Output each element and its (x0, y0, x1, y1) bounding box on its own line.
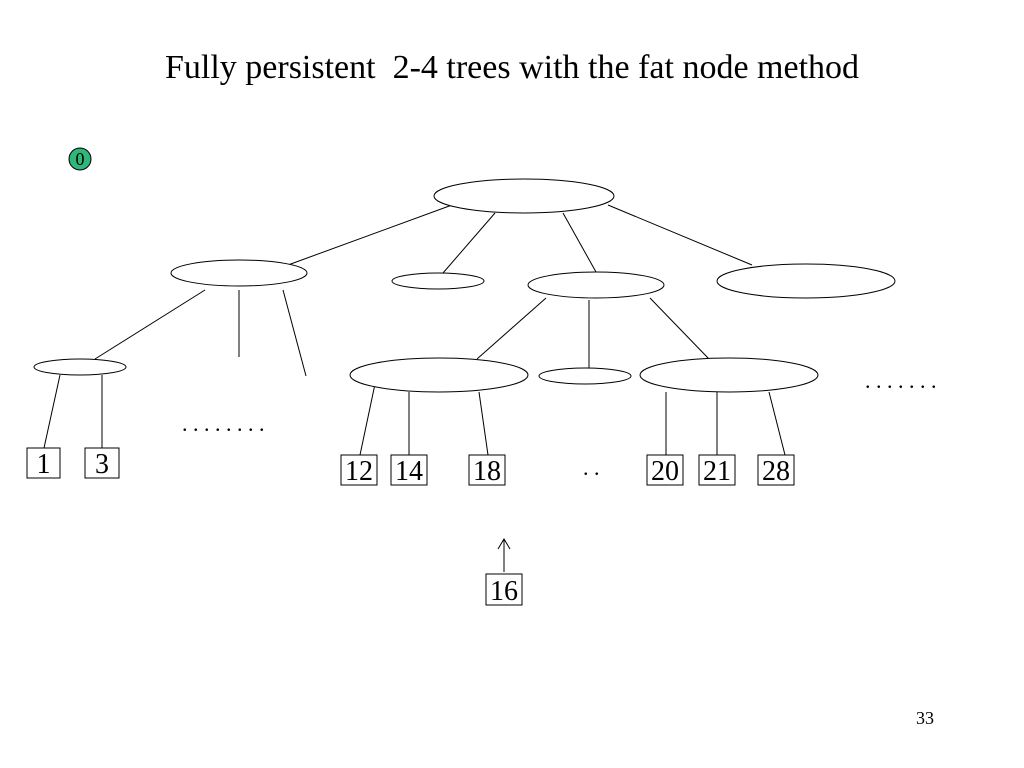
leaf-box (468, 454, 506, 486)
root-node (433, 178, 615, 214)
edge-left-node-child (94, 289, 206, 360)
up-arrow-head-icon (497, 538, 511, 550)
edge-center-node-left (476, 297, 547, 360)
edge-small-node-leaf-1 (43, 374, 61, 449)
edge-mid-node-leaf-12 (359, 383, 376, 456)
edge-root-left (287, 204, 453, 266)
leaf-box (390, 454, 428, 486)
right-node (716, 263, 896, 299)
inserted-key-group: 16 (485, 538, 523, 607)
left-node (170, 259, 308, 287)
tiny-center-node (538, 367, 632, 385)
center-node (527, 271, 665, 299)
inserted-key-label: 16 (490, 576, 518, 607)
right-leaf-parent-node (639, 357, 819, 393)
edge-mid-node-leaf-18 (478, 391, 489, 456)
ellipsis-left-subtree: . . . . . . . . (182, 411, 265, 436)
version-badge-label: 0 (76, 149, 85, 169)
version-badge-circle (68, 147, 92, 171)
edge-root-right (607, 204, 753, 266)
leaf-key: 3 (95, 449, 109, 480)
leaf-box (26, 447, 61, 479)
leaf-box (646, 454, 684, 486)
slide-title: Fully persistent 2-4 trees with the fat … (164, 49, 860, 86)
small-left-node (33, 358, 127, 376)
inserted-key-box (485, 573, 523, 606)
leaf-key: 28 (762, 456, 790, 487)
edge-right-node-leaf-28 (768, 391, 786, 456)
edge-left-node-stub-2 (282, 289, 307, 377)
leaf-box (698, 454, 736, 486)
leaf-box (84, 447, 120, 479)
ellipsis-right-side: . . . . . . . (865, 368, 937, 393)
edge-center-node-right (649, 297, 710, 360)
leaf-box (757, 454, 795, 486)
mid-leaf-parent-node (349, 357, 529, 393)
leaf-key: 21 (703, 456, 731, 487)
leaf-middle-group: 12 14 18 (340, 454, 506, 487)
tree-nodes (33, 178, 896, 393)
version-badge: 0 (68, 147, 92, 171)
edge-root-middle (442, 212, 496, 274)
leaf-key: 14 (395, 456, 423, 487)
tree-edges (43, 204, 786, 456)
leaf-right-group: 20 21 28 (646, 454, 795, 487)
page-number: 33 (916, 708, 934, 728)
edge-root-center (562, 212, 597, 273)
leaf-key: 12 (345, 456, 373, 487)
leaf-key: 18 (473, 456, 501, 487)
middle-small-node (391, 272, 485, 290)
leaf-box (340, 454, 378, 486)
leaf-left-group: 1 3 (26, 447, 120, 480)
leaf-key: 20 (651, 456, 679, 487)
ellipsis-middle-gap: . . (583, 455, 600, 480)
leaf-key: 1 (37, 449, 51, 480)
